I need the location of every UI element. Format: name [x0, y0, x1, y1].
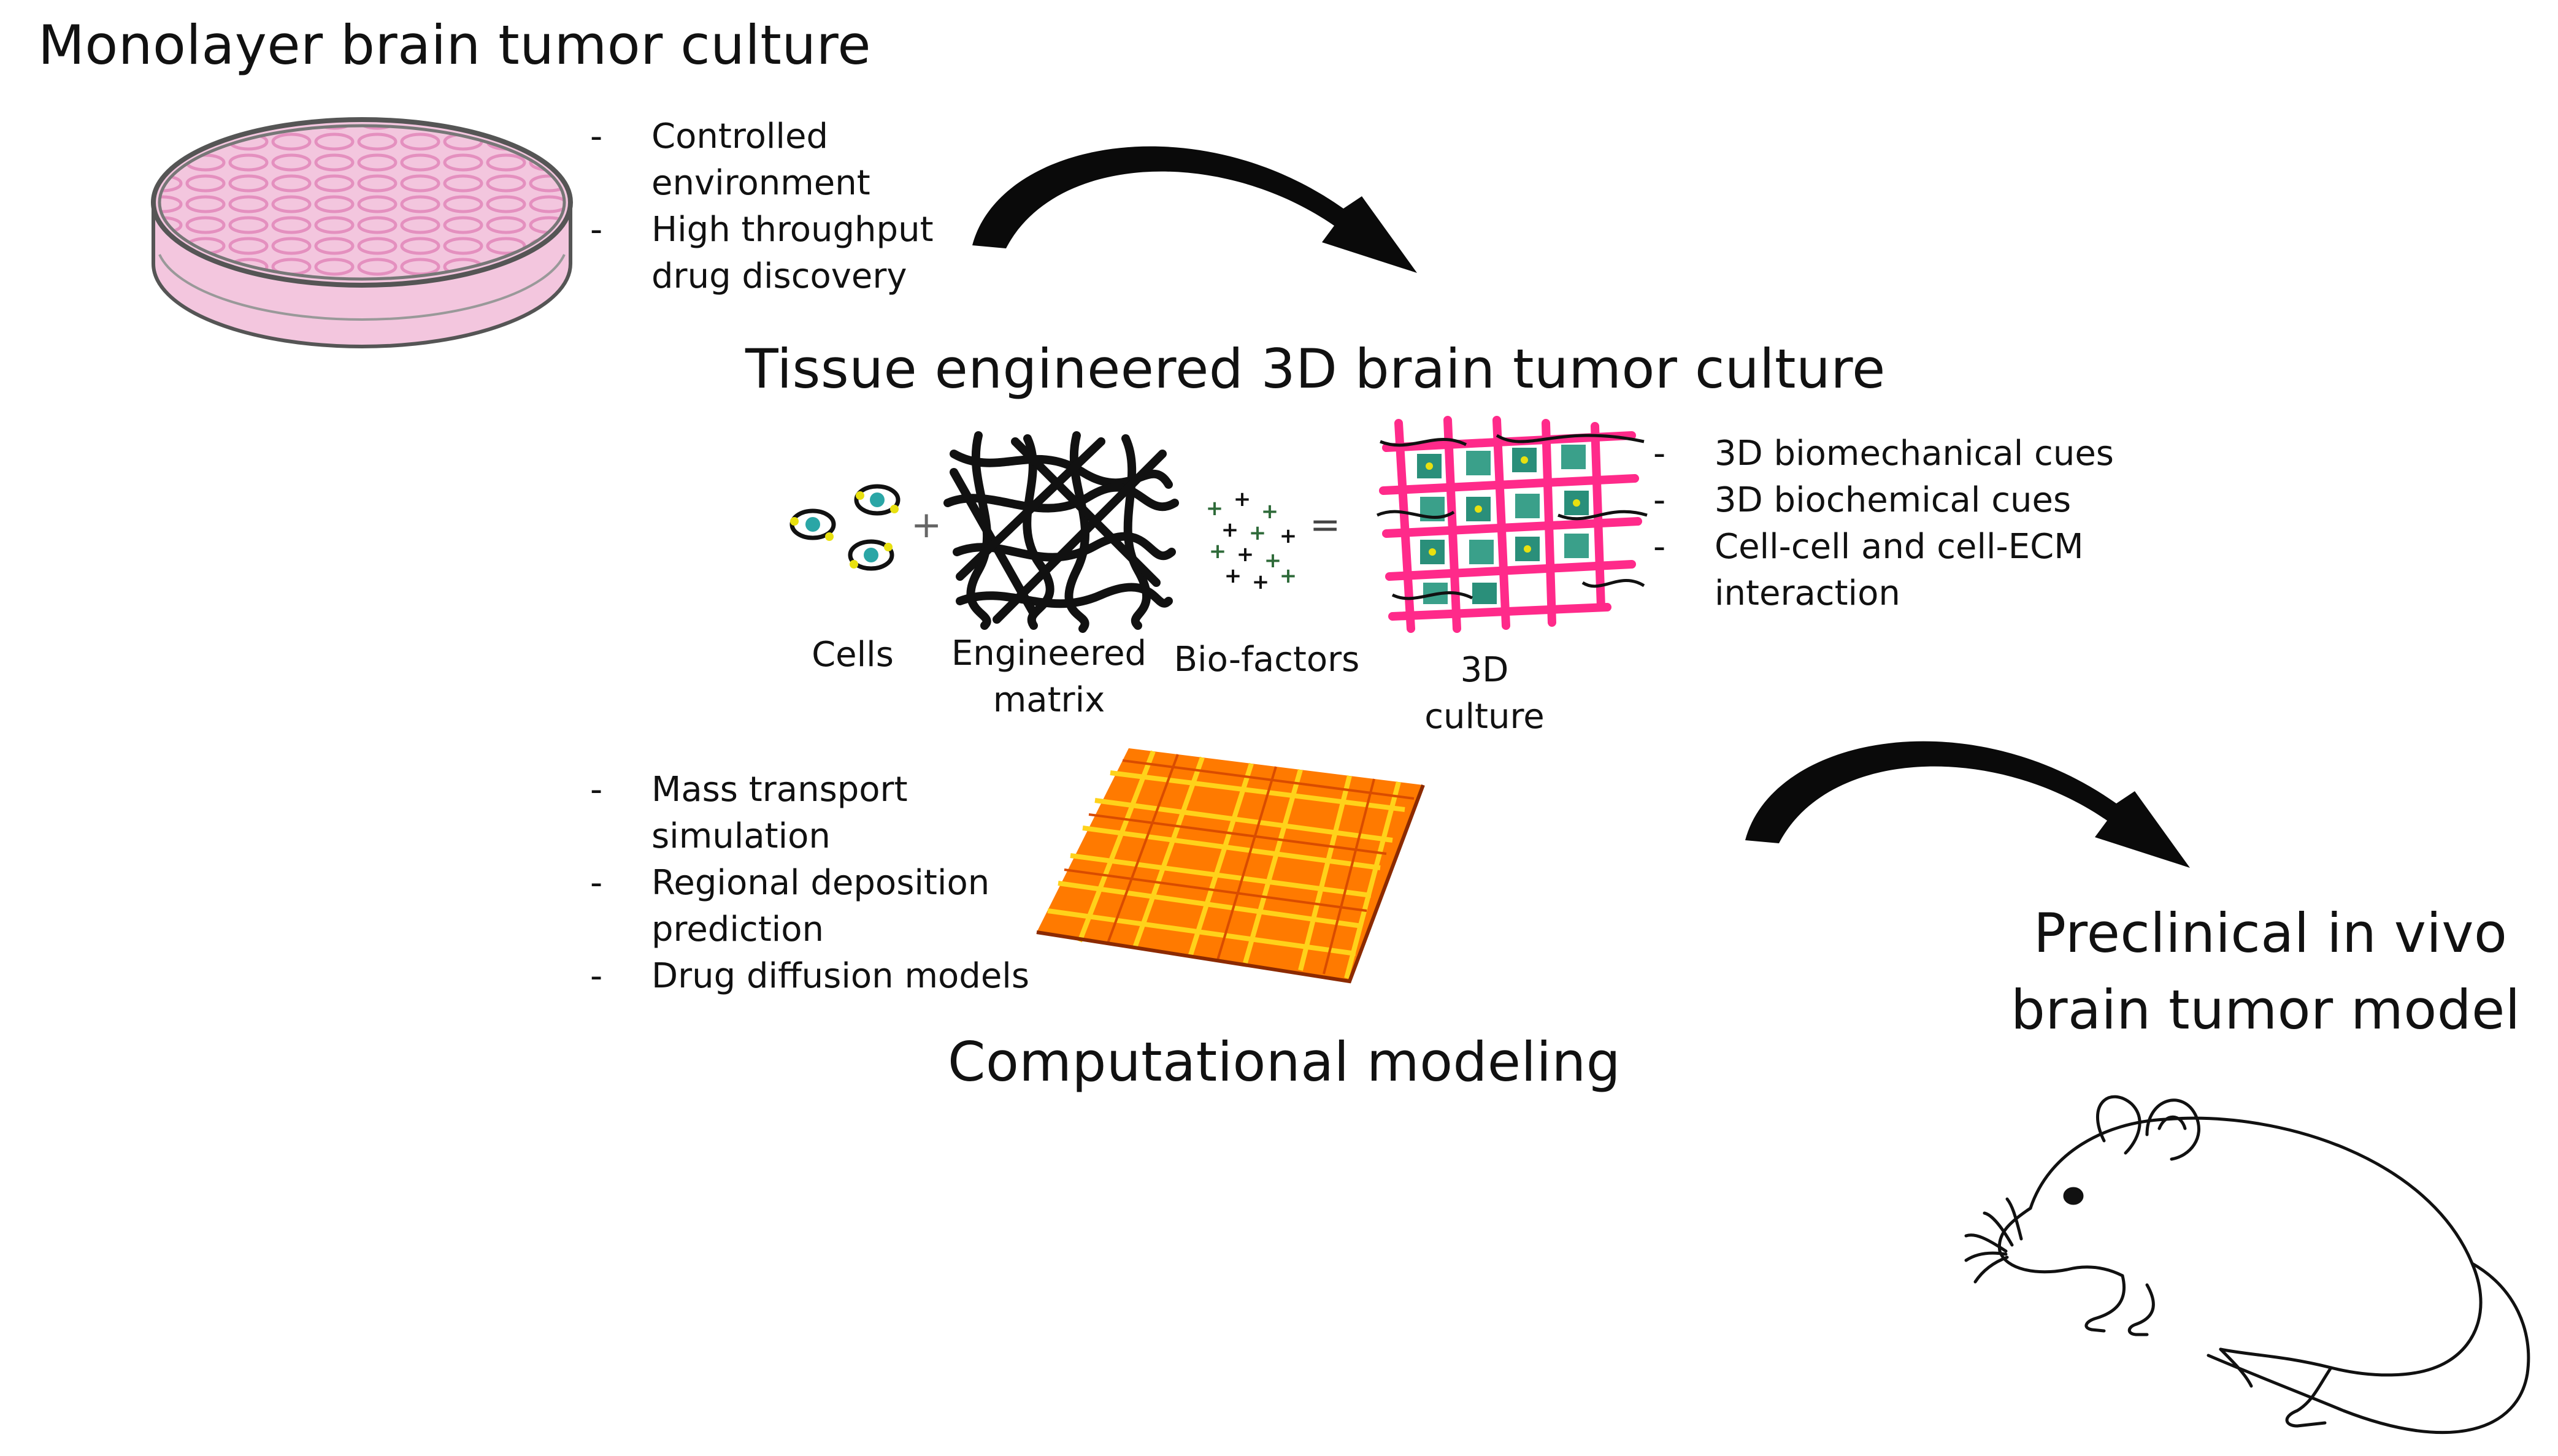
curved-arrow-top: [972, 146, 1417, 273]
svg-text:+: +: [1280, 524, 1297, 548]
monolayer-advantages-list: Controlled environment High throughput d…: [590, 113, 1020, 300]
list-item: 3D biochemical cues: [1653, 477, 2205, 524]
list-item: Cell-cell and cell-ECM interaction: [1653, 524, 2205, 617]
svg-text:+: +: [1209, 539, 1227, 564]
svg-text:+: +: [1280, 564, 1297, 588]
list-item: Drug diffusion models: [590, 953, 1044, 1000]
list-item: Mass transport simulation: [590, 767, 1044, 860]
svg-text:+: +: [1261, 499, 1279, 524]
computational-mesh-illustration: [1036, 748, 1425, 984]
list-item: High throughput drug discovery: [590, 207, 1020, 300]
list-item: 3D biomechanical cues: [1653, 431, 2205, 477]
svg-text:+: +: [1249, 521, 1267, 545]
equals-sign: =: [1310, 504, 1341, 546]
plus-sign: +: [911, 504, 942, 546]
preclinical-title-line2: brain tumor model: [2011, 978, 2521, 1041]
tissue-engineered-title: Tissue engineered 3D brain tumor culture: [745, 337, 1886, 400]
svg-text:+: +: [1237, 542, 1254, 567]
computational-features-list: Mass transport simulation Regional depos…: [590, 767, 1044, 1000]
curved-arrow-bottom: [1745, 741, 2190, 868]
cells-illustration: [789, 484, 901, 571]
petri-dish-illustration: [151, 117, 573, 348]
preclinical-title-line1: Preclinical in vivo: [2034, 902, 2508, 965]
list-item: Controlled environment: [590, 113, 1020, 207]
bio-factors-illustration: ++ ++ ++ ++ ++ ++: [1206, 487, 1297, 594]
svg-text:+: +: [1234, 487, 1251, 512]
cells-label: Cells: [812, 635, 894, 675]
svg-text:+: +: [1206, 496, 1224, 521]
list-item: Regional deposition prediction: [590, 860, 1044, 953]
3d-culture-label: 3D culture: [1424, 650, 1545, 737]
engineered-matrix-illustration: [943, 431, 1179, 633]
3d-culture-illustration: [1376, 416, 1648, 633]
engineered-matrix-label: Engineered matrix: [951, 634, 1147, 720]
svg-text:+: +: [1264, 548, 1282, 573]
bio-factors-label: Bio-factors: [1173, 640, 1360, 680]
monolayer-title: Monolayer brain tumor culture: [38, 13, 872, 77]
computational-modeling-title: Computational modeling: [948, 1030, 1621, 1094]
tissue-features-list: 3D biomechanical cues 3D biochemical cue…: [1653, 431, 2205, 617]
svg-text:+: +: [1224, 564, 1242, 588]
mouse-illustration: [1964, 1095, 2530, 1435]
svg-text:+: +: [1252, 570, 1270, 594]
svg-text:+: +: [1221, 518, 1239, 542]
